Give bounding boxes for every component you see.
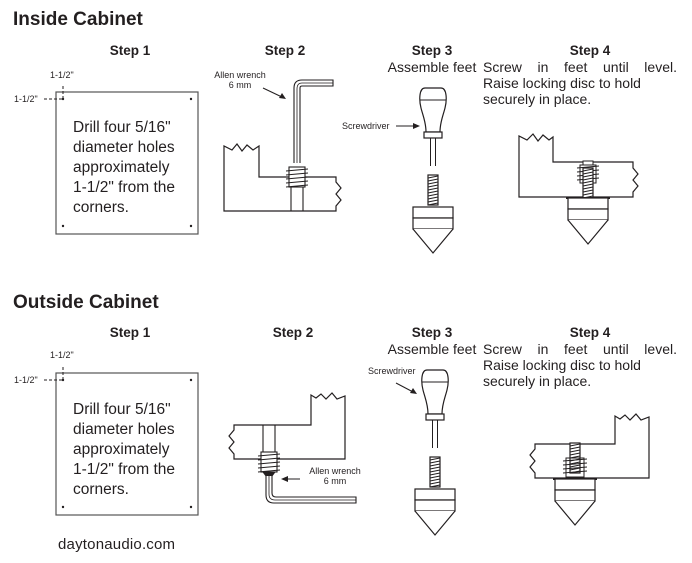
outside-screwdriver-label: Screwdriver <box>368 366 416 376</box>
inside-allen-wrench-label: Allen wrench 6 mm <box>214 70 266 90</box>
outside-step2-title: Step 2 <box>272 325 314 340</box>
inside-step4-title: Step 4 <box>569 43 611 58</box>
inside-step1-title: Step 1 <box>109 43 151 58</box>
outside-allen-wrench-label: Allen wrench 6 mm <box>309 466 361 486</box>
inside-step3-title: Step 3 <box>411 43 453 58</box>
inside-screwdriver-label: Screwdriver <box>342 121 390 131</box>
outside-dim-top: 1-1/2" <box>50 350 74 360</box>
inside-step2-title: Step 2 <box>264 43 306 58</box>
outside-step1-instruction: Drill four 5/16" diameter holes approxim… <box>73 401 175 498</box>
inside-step1-instruction: Drill four 5/16" diameter holes approxim… <box>73 119 175 216</box>
website-footer: daytonaudio.com <box>58 536 176 553</box>
section-title-inside: Inside Cabinet <box>13 9 143 30</box>
outside-step3-drawing <box>395 369 456 536</box>
outside-dim-left: 1-1/2" <box>14 375 38 385</box>
outside-step3-title: Step 3 <box>411 325 453 340</box>
inside-dim-top: 1-1/2" <box>50 70 74 80</box>
outside-step4-instruction: Screw in feet until level. Raise locking… <box>483 341 677 389</box>
outside-step1-title: Step 1 <box>109 325 151 340</box>
outside-step3-subtitle: Assemble feet <box>387 341 477 357</box>
inside-step1-panel <box>44 86 199 235</box>
inside-dim-left: 1-1/2" <box>14 94 38 104</box>
section-title-outside: Outside Cabinet <box>13 292 159 313</box>
outside-step1-panel <box>44 367 199 516</box>
inside-step4-instruction: Screw in feet until level. Raise locking… <box>483 59 677 107</box>
inside-step3-drawing <box>396 87 454 254</box>
outside-step4-drawing <box>529 413 650 526</box>
inside-step4-drawing <box>518 133 639 245</box>
outside-step2-drawing <box>228 392 357 504</box>
inside-step2-drawing <box>223 79 342 212</box>
outside-step4-title: Step 4 <box>569 325 611 340</box>
inside-step3-subtitle: Assemble feet <box>387 59 477 75</box>
